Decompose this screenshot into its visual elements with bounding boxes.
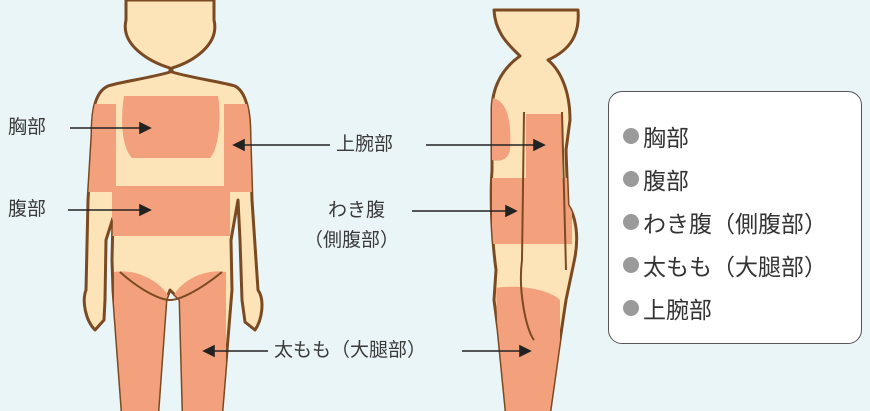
- upper-arm-label: 上腕部: [336, 133, 394, 155]
- thigh-pointer-left: [202, 344, 268, 358]
- legend-item-label: わき腹（側腹部）: [643, 211, 827, 238]
- legend-item-label: 胸部: [643, 125, 689, 152]
- front-thigh-left-region: [114, 271, 170, 411]
- thigh-pointer-right: [462, 344, 532, 358]
- bullet-icon: [623, 170, 639, 187]
- front-abdomen-region: [112, 186, 230, 236]
- legend-item-flank: わき腹（側腹部）: [623, 200, 861, 243]
- upper-arm-pointer-right: [426, 138, 546, 152]
- flank-sublabel: （側腹部）: [304, 229, 400, 251]
- abdomen-pointer: [68, 203, 152, 217]
- side-upper-arm-region: [526, 114, 562, 190]
- side-arm-outline: [519, 111, 567, 341]
- bullet-icon: [623, 256, 639, 273]
- pointer-lines: [68, 121, 546, 358]
- upper-arm-pointer-left: [232, 138, 330, 152]
- legend-item-label: 上腕部: [643, 297, 712, 324]
- bullet-icon: [623, 127, 639, 144]
- bullet-icon: [623, 299, 639, 316]
- flank-label: わき腹: [328, 199, 386, 221]
- chest-label: 胸部: [8, 116, 47, 138]
- bullet-icon: [623, 213, 639, 230]
- front-chest-region: [122, 96, 220, 158]
- thigh-label: 太もも（大腿部）: [274, 339, 427, 361]
- abdomen-label: 腹部: [8, 198, 47, 220]
- legend-item-label: 太もも（大腿部）: [643, 254, 827, 281]
- side-thigh-region: [496, 286, 560, 411]
- front-hip-line: [119, 271, 223, 302]
- legend-box: 胸部 腹部 わき腹（側腹部） 太もも（大腿部） 上腕部: [608, 91, 862, 344]
- legend-item-upper-arm: 上腕部: [623, 286, 861, 329]
- flank-pointer: [412, 204, 518, 218]
- side-figure: [489, 8, 580, 411]
- legend-item-thigh: 太もも（大腿部）: [623, 243, 861, 286]
- legend-item-label: 腹部: [643, 168, 689, 195]
- front-figure: [82, 0, 264, 411]
- legend-item-abdomen: 腹部: [623, 157, 861, 200]
- chest-pointer: [70, 121, 152, 135]
- legend-item-chest: 胸部: [623, 114, 861, 157]
- front-thigh-right-region: [172, 271, 226, 411]
